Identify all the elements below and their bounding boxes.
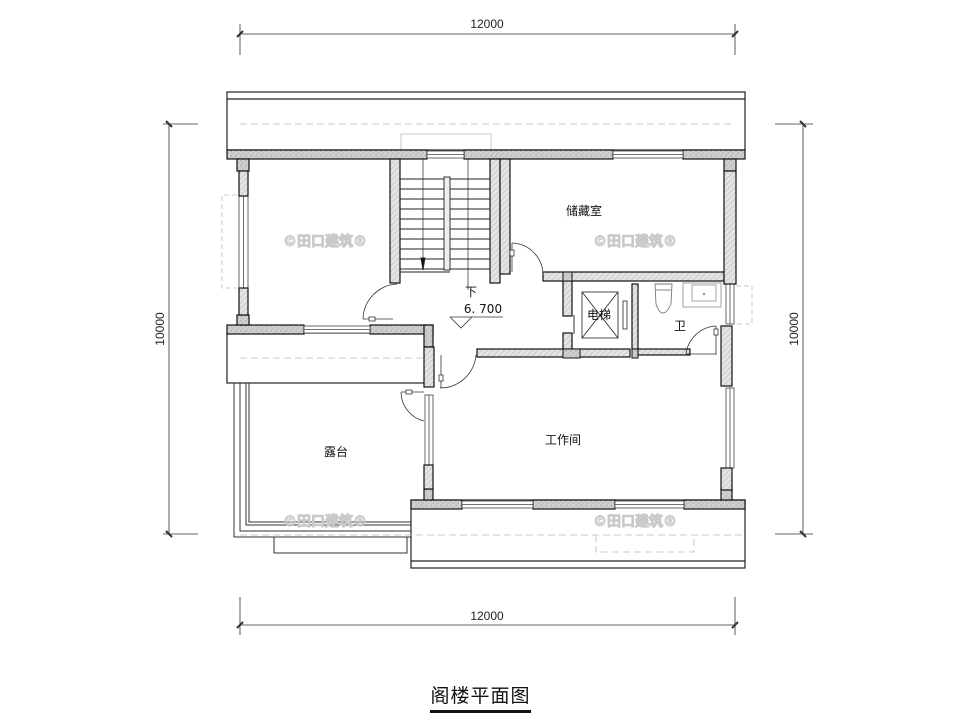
elevation-marker-icon (449, 316, 503, 329)
dimension-right-label: 10000 (787, 312, 801, 346)
bottom-eave (410, 499, 746, 569)
room-label-bathroom: 卫 (674, 319, 686, 333)
elevator-shaft (573, 291, 628, 339)
walls-hatched (238, 158, 737, 491)
dimension-top-label: 12000 (470, 17, 504, 31)
doors (362, 242, 719, 422)
sink-fixture (682, 282, 722, 308)
dimension-left (163, 120, 198, 538)
room-label-elevator: 电梯 (587, 308, 611, 322)
staircase (400, 159, 490, 290)
room-label-terrace: 露台 (324, 444, 348, 459)
elevator-corners (562, 271, 639, 359)
toilet-fixture (654, 283, 673, 314)
watermark: ©田口建筑® (593, 513, 677, 530)
watermark: ©田口建筑® (593, 233, 677, 250)
windows (238, 150, 735, 509)
top-eave (226, 91, 746, 151)
watermark: ©田口建筑® (283, 513, 367, 530)
terrace-outline (233, 383, 411, 554)
drawing-title-text: 阁楼平面图 (430, 681, 531, 713)
room-label-storage: 储藏室 (566, 203, 602, 218)
dimension-bottom (236, 597, 739, 635)
stair-direction-label: 下 (465, 285, 477, 299)
elevation-label: 6. 700 (464, 302, 502, 316)
room-label-workroom: 工作间 (545, 433, 581, 447)
dimension-right (775, 120, 813, 538)
window-projection-dashed (221, 194, 753, 325)
drawing-title: 阁楼平面图 (0, 681, 961, 713)
watermark: ©田口建筑® (283, 233, 367, 250)
bottom-eave-dashed (240, 534, 745, 553)
dimension-left-label: 10000 (153, 312, 167, 346)
dimension-top (236, 24, 739, 55)
top-eave-dashed (240, 123, 735, 150)
dimension-bottom-label: 12000 (470, 609, 504, 623)
